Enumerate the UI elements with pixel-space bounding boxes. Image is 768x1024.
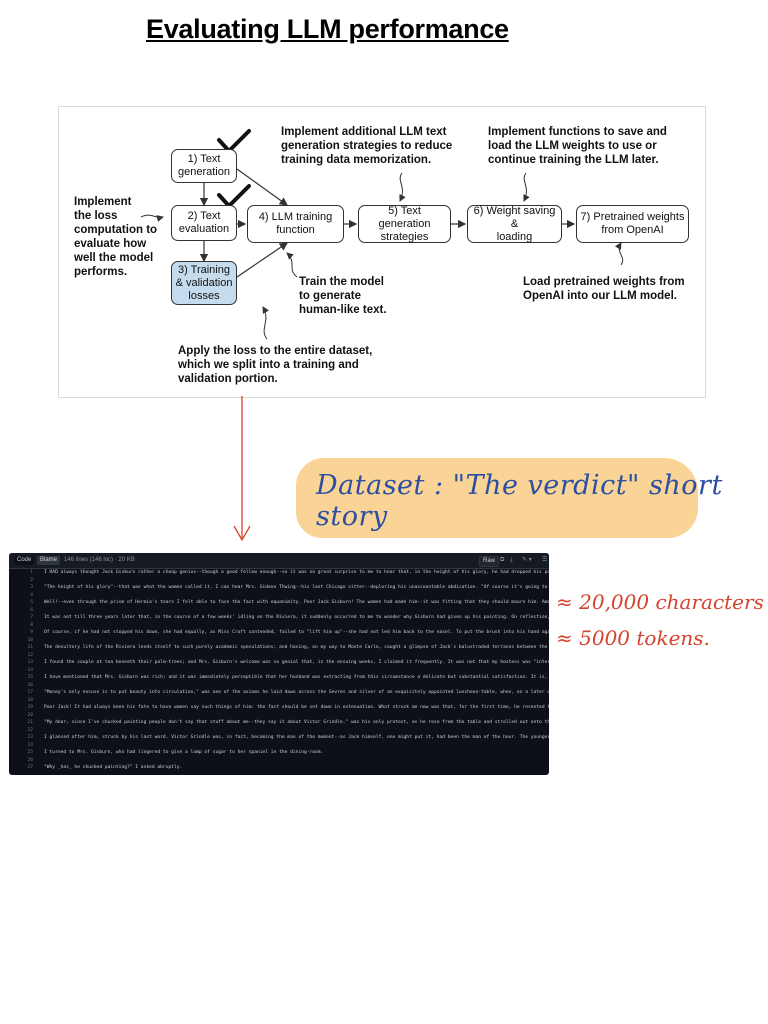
code-line: 10 [9,637,549,645]
code-line: 13 I found the couple at tea beneath thei… [9,659,549,667]
line-number: 19 [27,705,33,710]
annotation-loss-computation: Implement the loss computation to evalua… [74,196,158,278]
code-line: 16 [9,682,549,690]
code-line: 3 "The height of his glory"--that was wha… [9,584,549,592]
code-line: 18 [9,697,549,705]
characters-note: ≈ 20,000 characters [556,590,764,614]
line-text: I have mentioned that Mrs. Gisburn was r… [44,675,549,680]
line-text: "Money's only excuse is to put beauty in… [44,690,549,695]
code-line: 22 [9,727,549,735]
tab-code[interactable]: Code [14,556,35,565]
code-line: 5 Well!--even through the prism of Hermia… [9,599,549,607]
line-number: 20 [27,712,33,718]
download-icon[interactable]: ⤓ [510,557,513,563]
line-number: 18 [27,697,33,703]
copy-icon[interactable]: ⧉ [500,557,505,563]
line-number: 14 [27,667,33,673]
line-text: "Why _has_ he chucked painting?" I asked… [44,765,183,770]
line-text: I HAD always thought Jack Gisburn rather… [44,570,549,575]
line-text: It was not till three years later that, … [44,615,549,620]
line-text: Poor Jack! It had always been his fate t… [44,705,549,710]
code-line: 4 [9,592,549,600]
annotation-apply-loss: Apply the loss to the entire dataset, wh… [178,345,373,385]
line-number: 3 [30,585,33,590]
dataset-highlight [296,458,698,538]
workflow-diagram: 1) Text generation 2) Text evaluation 3)… [58,106,706,398]
line-number: 26 [27,757,33,763]
line-number: 1 [30,570,33,575]
code-line: 11 The desultory life of the Riviera lend… [9,644,549,652]
code-line: 27 "Why _has_ he chucked painting?" I ask… [9,764,549,772]
code-line: 9 Of course, if he had not stopped his do… [9,629,549,637]
code-line: 14 [9,667,549,675]
code-line: 15 I have mentioned that Mrs. Gisburn was… [9,674,549,682]
line-number: 10 [27,637,33,643]
tokens-note: ≈ 5000 tokens. [556,626,710,650]
line-number: 2 [30,577,33,583]
line-number: 22 [27,727,33,733]
line-text: I glanced after him, struck by his last … [44,735,549,740]
raw-button[interactable]: Raw [479,556,500,567]
code-line: 24 [9,742,549,750]
page-title: Evaluating LLM performance [146,14,509,44]
line-number: 17 [27,690,33,695]
code-line: 20 [9,712,549,720]
line-number: 4 [30,592,33,598]
code-line: 21 "My dear, since I've chucked painting … [9,719,549,727]
step3-training-losses-box: 3) Training & validation losses [171,261,237,305]
code-line: 8 [9,622,549,630]
line-number: 13 [27,660,33,665]
line-text: The desultory life of the Riviera lends … [44,645,549,650]
code-line: 25 I turned to Mrs. Gisburn, who had ling… [9,749,549,757]
code-viewer: Code Blame 146 lines (146 loc) · 20 KB R… [9,553,549,775]
line-text: I turned to Mrs. Gisburn, who had linger… [44,750,324,755]
code-line: 1 I HAD always thought Jack Gisburn rathe… [9,569,549,577]
line-number: 11 [27,645,33,650]
red-arrow-icon [233,396,251,542]
annotation-load-openai: Load pretrained weights from OpenAI into… [523,276,685,302]
dataset-note: Dataset : "The verdict" short story [316,470,723,532]
line-text: "The height of his glory"--that was what… [44,585,549,590]
line-number: 8 [30,622,33,628]
line-number: 25 [27,750,33,755]
line-number: 23 [27,735,33,740]
line-text: Well!--even through the prism of Hermia'… [44,600,549,605]
line-number: 12 [27,652,33,658]
code-line: 2 [9,577,549,585]
line-number: 7 [30,615,33,620]
code-line: 12 [9,652,549,660]
line-text: I found the couple at tea beneath their … [44,660,549,665]
line-number: 6 [30,607,33,613]
file-meta: 146 lines (146 loc) · 20 KB [64,557,135,563]
line-number: 5 [30,600,33,605]
code-line: 17 "Money's only excuse is to put beauty … [9,689,549,697]
tab-blame[interactable]: Blame [37,556,61,565]
step7-pretrained-weights-box: 7) Pretrained weights from OpenAI [576,205,689,243]
line-number: 15 [27,675,33,680]
annotation-generation-strategies: Implement additional LLM text generation… [281,126,453,166]
step6-weight-saving-box: 6) Weight saving & loading [467,205,562,243]
code-line: 26 [9,757,549,765]
code-line: 19 Poor Jack! It had always been his fate… [9,704,549,712]
step4-llm-training-box: 4) LLM training function [247,205,344,243]
annotation-weight-functions: Implement functions to save and load the… [488,126,667,166]
line-text: Of course, if he had not stopped his dow… [44,630,549,635]
symbols-panel-icon[interactable]: ☰ [542,557,548,563]
line-number: 21 [27,720,33,725]
step1-text-generation-box: 1) Text generation [171,149,237,183]
line-number: 16 [27,682,33,688]
code-line: 7 It was not till three years later that,… [9,614,549,622]
code-line: 6 [9,607,549,615]
line-number: 27 [27,765,33,770]
code-line: 23 I glanced after him, struck by his las… [9,734,549,742]
edit-icon[interactable]: ✎ ▾ [522,557,532,563]
line-text: "My dear, since I've chucked painting pe… [44,720,549,725]
step2-text-evaluation-box: 2) Text evaluation [171,205,237,241]
line-number: 9 [30,630,33,635]
line-number: 24 [27,742,33,748]
step5-generation-strategies-box: 5) Text generation strategies [358,205,451,243]
annotation-train-model: Train the model to generate human-like t… [299,276,387,316]
code-toolbar: Code Blame 146 lines (146 loc) · 20 KB R… [9,553,549,569]
